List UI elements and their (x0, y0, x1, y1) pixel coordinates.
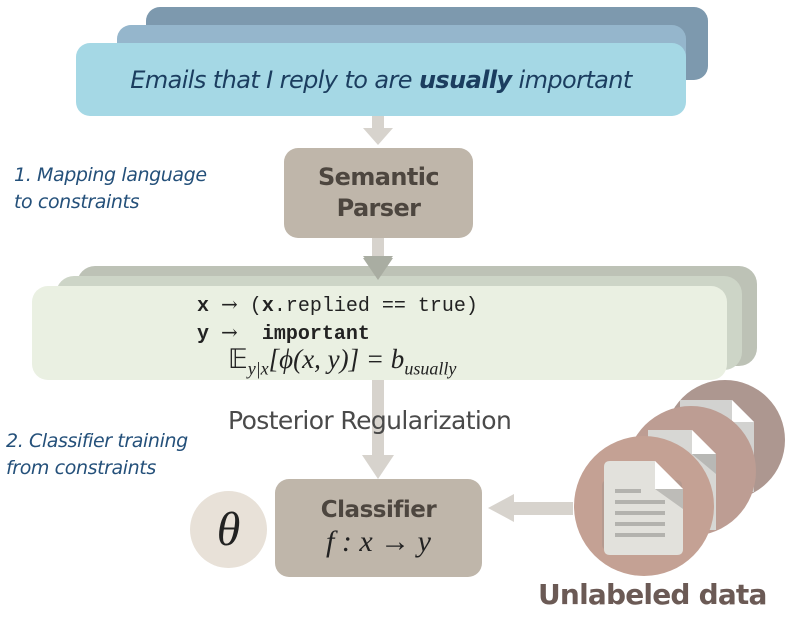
input-text-emphasis: usually (418, 65, 512, 94)
document-circle-front-icon (574, 436, 714, 576)
x-arrow-icon: → (221, 292, 238, 316)
input-sentence: Emails that I reply to are usually impor… (130, 65, 633, 94)
expectation-formula: 𝔼y|x[ϕ(x, y)] = busually (228, 344, 456, 379)
y-value: important (261, 323, 370, 346)
arrow-shaft-4 (513, 502, 573, 515)
theta-parameter-circle: θ (190, 491, 267, 568)
x-var: x (197, 295, 210, 318)
constraint-card (32, 286, 727, 380)
posterior-regularization-label: Posterior Regularization (228, 406, 512, 435)
step-2-line-1: 2. Classifier training (6, 430, 188, 452)
constraint-x-mapping: x → (x.replied == true) (197, 292, 478, 318)
step-1-line-2: to constraints (14, 191, 140, 213)
step-1-label: 1. Mapping language to constraints (14, 162, 207, 216)
input-text-after: important (511, 65, 633, 94)
classifier-title: Classifier (320, 497, 437, 523)
unlabeled-data-icons (574, 380, 785, 576)
step-2-label: 2. Classifier training from constraints (6, 428, 188, 482)
step-1-line-1: 1. Mapping language (14, 164, 207, 186)
input-sentence-card: Emails that I reply to are usually impor… (76, 43, 686, 116)
step-2-line-2: from constraints (6, 457, 156, 479)
classifier-box: Classifier f : x → y (275, 479, 482, 577)
expectation-subscript: y|x (247, 358, 269, 379)
parser-label-line-1: Semantic (318, 163, 440, 191)
x-obj: x (261, 295, 274, 318)
arrow-shaft-3 (372, 380, 384, 460)
unlabeled-data-label: Unlabeled data (538, 578, 767, 611)
x-condition: .replied == true) (273, 295, 478, 318)
semantic-parser-box: Semantic Parser (284, 148, 473, 238)
arrow-head-4 (488, 494, 514, 522)
expectation-rhs-subscript: usually (404, 358, 457, 379)
parser-label-line-2: Parser (336, 194, 421, 222)
theta-symbol: θ (216, 503, 241, 556)
classifier-formula: f : x → y (326, 525, 431, 558)
arrow-head-overlay (363, 258, 393, 280)
y-var: y (197, 323, 210, 346)
input-text-before: Emails that I reply to are (130, 65, 419, 94)
arrow-head-3 (362, 455, 394, 479)
constraint-y-mapping: y → important (197, 320, 370, 346)
arrow-shaft-1 (372, 116, 384, 130)
x-paren: ( (237, 295, 262, 318)
expectation-symbol: 𝔼 (228, 344, 248, 374)
y-arrow-icon: → (221, 320, 238, 344)
arrow-shaft-2 (372, 238, 384, 260)
expectation-body: [ϕ(x, y)] = b (268, 344, 405, 374)
arrow-head-1 (363, 128, 393, 145)
